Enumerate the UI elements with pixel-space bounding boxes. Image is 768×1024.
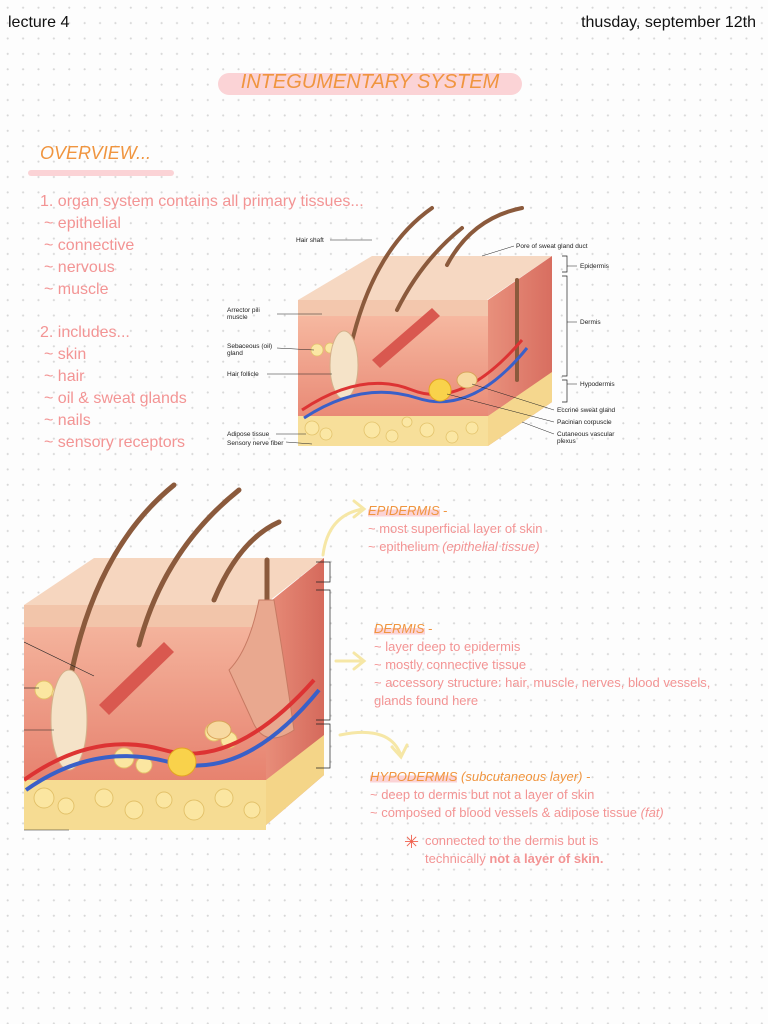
title-text: INTEGUMENTARY SYSTEM <box>240 71 500 93</box>
dermis-front <box>298 316 488 416</box>
leader-lines <box>267 239 577 445</box>
page-title: INTEGUMENTARY SYSTEM <box>218 70 522 98</box>
hypodermis-side <box>488 372 552 446</box>
arrow-hypodermis <box>338 730 409 760</box>
label-sebaceous-2: gland <box>227 350 243 357</box>
asterisk-icon: ✳ <box>404 832 420 852</box>
label-sensory-nerve: Sensory nerve fiber <box>227 440 284 447</box>
sweat-gland <box>206 720 232 740</box>
point-1: 1. organ system contains all primary tis… <box>40 193 364 210</box>
include-item: ~ oil & sweat glands <box>44 390 187 407</box>
epidermis-dash: - <box>439 503 448 518</box>
label-arrector-2: muscle <box>227 314 248 321</box>
dermis-line: ~ accessory structure: hair, muscle, ner… <box>374 675 711 690</box>
layer-brackets <box>316 561 331 769</box>
epidermis-line-2: ~ epithelium (epithelial tissue) <box>368 538 542 556</box>
include-item: ~ sensory receptors <box>44 434 185 451</box>
note-line-1: connected to the dermis but is <box>425 833 599 848</box>
label-arrector-1: Arrector pili <box>227 307 260 314</box>
overview-heading: OVERVIEW... <box>40 143 152 163</box>
overview-list-1: 1. organ system contains all primary tis… <box>40 191 364 301</box>
label-dermis: Dermis <box>580 319 601 326</box>
note-bold: not a layer of skin. <box>489 851 604 866</box>
arrector-muscle <box>372 308 440 368</box>
layer-brackets <box>562 255 568 403</box>
epidermis-front <box>298 300 488 316</box>
hypodermis-heading-line: HYPODERMIS (subcutaneous layer) - <box>370 768 664 786</box>
tissue-item: ~ muscle <box>44 281 109 298</box>
label-hair-shaft: Hair shaft <box>296 237 324 244</box>
epidermis-notes: EPIDERMIS - ~ most superficial layer of … <box>368 502 542 556</box>
skin-diagram-large <box>24 482 331 831</box>
label-cutaneous-1: Cutaneous vascular <box>557 431 615 438</box>
lecture-number: lecture 4 <box>8 14 70 31</box>
vein <box>303 347 529 420</box>
label-epidermis: Epidermis <box>580 263 610 270</box>
artery <box>301 339 524 412</box>
leader-lines <box>24 641 95 831</box>
epidermis-line: ~ most superficial layer of skin <box>368 521 543 536</box>
hypodermis-notes: HYPODERMIS (subcutaneous layer) - ~ deep… <box>370 768 664 822</box>
include-item: ~ skin <box>44 346 87 363</box>
include-item: ~ hair <box>44 368 85 385</box>
hair-follicle <box>50 669 88 771</box>
hypodermis-italic: (fat) <box>640 805 664 820</box>
tissue-item: ~ connective <box>44 237 135 254</box>
label-pacinian: Pacinian corpuscle <box>557 419 612 426</box>
dermis-dash: - <box>424 621 433 636</box>
epidermis-top <box>24 558 324 605</box>
label-eccrine: Eccrine sweat gland <box>557 407 616 414</box>
dermis-line: glands found here <box>374 693 479 708</box>
label-pore: Pore of sweat gland duct <box>516 243 588 250</box>
skin-diagram-labeled: Hair shaft Arrector pili muscle Sebaceou… <box>227 206 616 447</box>
pacinian-corpuscle <box>167 747 197 777</box>
dermis-line: ~ mostly connective tissue <box>374 657 527 672</box>
tissue-item: ~ epithelial <box>44 215 121 232</box>
hypodermis-line-2: ~ composed of blood vessels & adipose ti… <box>370 804 664 822</box>
tissue-item: ~ nervous <box>44 259 115 276</box>
dermis-heading: DERMIS <box>374 621 425 636</box>
title-highlight <box>218 73 522 95</box>
artery <box>24 678 316 782</box>
hypodermis-heading: HYPODERMIS <box>370 769 458 784</box>
label-cutaneous-2: plexus <box>557 438 577 445</box>
adipose-lobules <box>304 342 479 444</box>
hair-shafts <box>348 206 524 382</box>
arrow-epidermis <box>321 499 367 557</box>
epidermis-top <box>298 256 552 300</box>
dermis-notes: DERMIS - ~ layer deep to epidermis ~ mos… <box>374 620 710 710</box>
epidermis-italic: (epithelial tissue) <box>442 539 540 554</box>
arrector-muscle <box>99 642 174 715</box>
hypodermis-sub: (subcutaneous layer) - <box>457 769 591 784</box>
epidermis-prefix: ~ epithelium <box>368 539 443 554</box>
include-item: ~ nails <box>44 412 91 429</box>
hypodermis-line-1: ~ deep to dermis but not a layer of skin <box>370 787 595 802</box>
pacinian-corpuscle <box>428 378 452 402</box>
note-line-2: technically not a layer of skin. <box>425 850 603 868</box>
overview-underline <box>28 170 174 176</box>
hypodermis-side <box>266 735 324 825</box>
hypodermis-note: connected to the dermis but is technical… <box>425 832 603 868</box>
hypodermis-prefix: ~ composed of blood vessels & adipose ti… <box>370 805 641 820</box>
arrow-dermis <box>334 651 367 671</box>
epidermis-heading: EPIDERMIS <box>368 503 440 518</box>
label-sebaceous-1: Sebaceous (oil) <box>227 343 272 350</box>
sweat-gland <box>456 371 478 389</box>
arrows <box>321 499 409 760</box>
label-hypodermis: Hypodermis <box>580 381 615 388</box>
lecture-date: thusday, september 12th <box>581 14 756 31</box>
dermis-line: ~ layer deep to epidermis <box>374 639 521 654</box>
label-adipose: Adipose tissue <box>227 431 270 438</box>
overview-list-2: 2. includes... ~ skin ~ hair ~ oil & swe… <box>40 322 187 454</box>
dermis-heading-line: DERMIS - <box>374 620 710 638</box>
epidermis-heading-line: EPIDERMIS - <box>368 502 542 520</box>
note-prefix: technically <box>425 851 490 866</box>
label-hair-follicle: Hair follicle <box>227 371 259 378</box>
point-2: 2. includes... <box>40 324 130 341</box>
